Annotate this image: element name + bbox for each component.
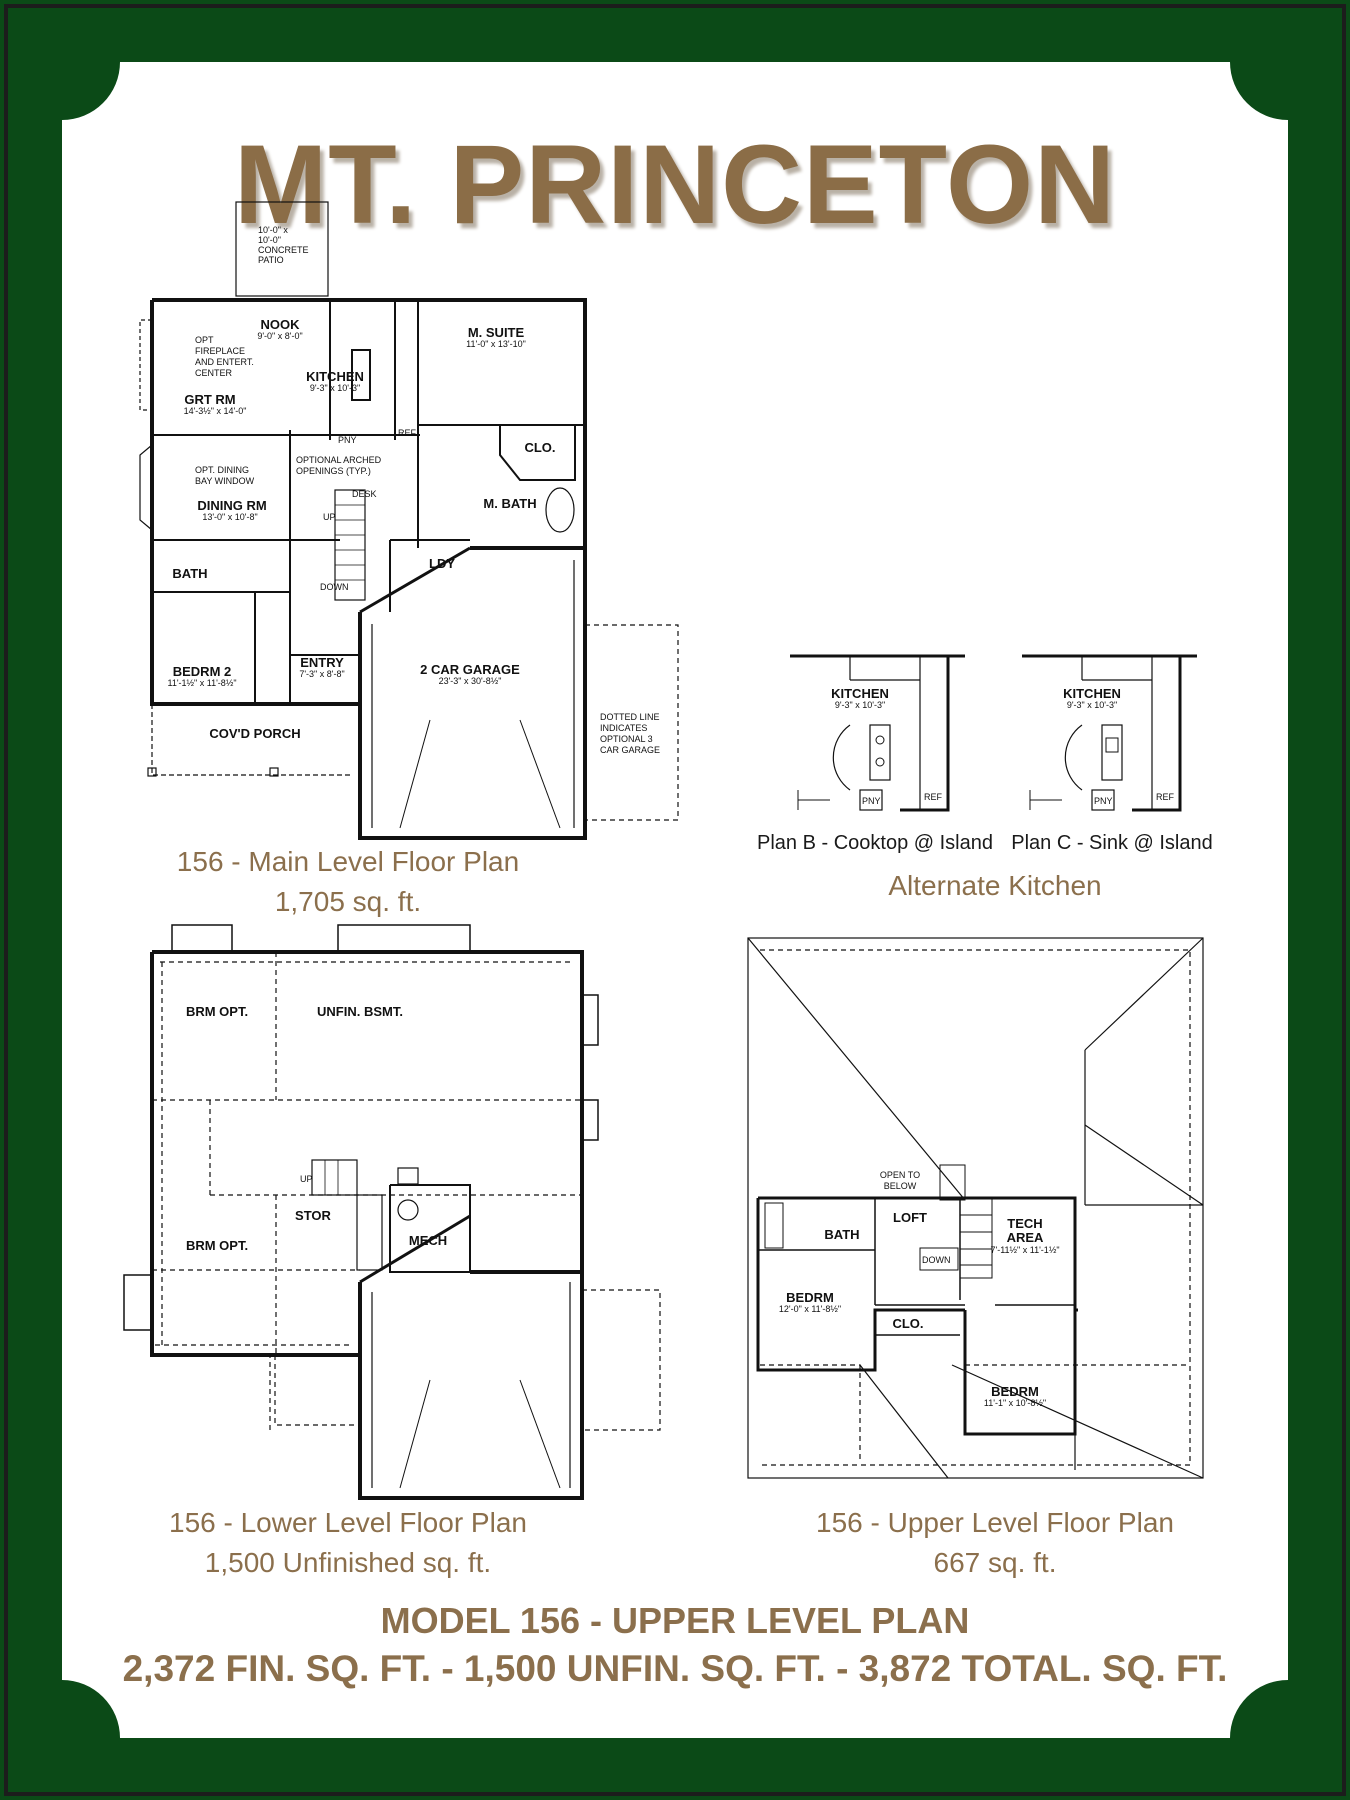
alt-kitchen-c-label: KITCHEN xyxy=(1063,686,1121,701)
label-pantry: PNY xyxy=(338,435,357,445)
note-fireplace-2: FIREPLACE xyxy=(195,346,245,356)
room-label-kitchen: KITCHEN xyxy=(306,369,364,384)
plan-b-caption: Plan B - Cooktop @ Island xyxy=(757,832,993,854)
note-garage-opt-1: DOTTED LINE xyxy=(600,712,660,722)
note-patio-3: CONCRETE xyxy=(258,245,309,255)
upper-room-bedroom-2: BEDRM xyxy=(991,1384,1039,1399)
note-garage-opt-2: INDICATES xyxy=(600,723,647,733)
room-dim-great-room: 14'-3½" x 14'-0" xyxy=(184,406,247,416)
alternate-kitchen-plan-b: KITCHEN 9'-3" x 10'-3" PNY REF xyxy=(790,654,965,812)
note-fireplace-4: CENTER xyxy=(195,368,233,378)
room-label-great-room: GRT RM xyxy=(184,392,235,407)
note-arched-1: OPTIONAL ARCHED xyxy=(296,455,382,465)
label-stairs-up: UP xyxy=(323,512,336,522)
alternate-kitchen-caption: Alternate Kitchen xyxy=(888,870,1102,901)
room-dim-dining-room: 13'-0" x 10'-8" xyxy=(202,512,257,522)
room-label-laundry: LDY xyxy=(429,556,455,571)
upper-room-tech: TECH xyxy=(1007,1216,1042,1231)
main-level-caption: 156 - Main Level Floor Plan xyxy=(176,846,520,877)
alt-kitchen-b-ref: REF xyxy=(924,792,943,802)
upper-room-bedroom-1: BEDRM xyxy=(786,1290,834,1305)
upper-room-area-dim: 7'-11½" x 11'-1½" xyxy=(990,1245,1059,1255)
note-garage-opt-4: CAR GARAGE xyxy=(600,745,660,755)
alt-kitchen-c-pantry: PNY xyxy=(1094,796,1113,806)
note-arched-2: OPENINGS (TYP.) xyxy=(296,466,371,476)
label-refrigerator: REF xyxy=(398,428,417,438)
room-label-master-suite: M. SUITE xyxy=(468,325,525,340)
lower-level-floor-plan: BRM OPT. UNFIN. BSMT. BRM OPT. STOR MECH… xyxy=(123,924,661,1500)
room-label-entry: ENTRY xyxy=(300,655,344,670)
room-label-dining-room: DINING RM xyxy=(197,498,266,513)
upper-label-stairs-down: DOWN xyxy=(922,1255,951,1265)
room-label-covered-porch: COV'D PORCH xyxy=(209,726,300,741)
upper-level-caption: 156 - Upper Level Floor Plan xyxy=(816,1507,1174,1538)
room-label-garage: 2 CAR GARAGE xyxy=(420,662,520,677)
lower-label-stairs-up: UP xyxy=(300,1174,313,1184)
alt-kitchen-b-pantry: PNY xyxy=(862,796,881,806)
model-summary-title: MODEL 156 - UPPER LEVEL PLAN xyxy=(380,1600,970,1641)
upper-room-bedroom-1-dim: 12'-0" x 11'-8½" xyxy=(779,1304,841,1314)
note-fireplace-3: AND ENTERT. xyxy=(195,357,254,367)
upper-room-bedroom-2-dim: 11'-1" x 10'-8½" xyxy=(984,1398,1046,1408)
upper-open-to-below-1: OPEN TO xyxy=(880,1170,920,1180)
room-dim-master-suite: 11'-0" x 13'-10" xyxy=(466,339,526,349)
note-dining-bay-2: BAY WINDOW xyxy=(195,476,255,486)
upper-room-loft: LOFT xyxy=(893,1210,927,1225)
note-patio-1: 10'-0" x xyxy=(258,225,288,235)
alt-kitchen-b-dim: 9'-3" x 10'-3" xyxy=(835,700,885,710)
room-label-bath: BATH xyxy=(172,566,207,581)
upper-level-area: 667 sq. ft. xyxy=(933,1547,1057,1578)
note-patio-2: 10'-0" xyxy=(258,235,281,245)
alternate-kitchen-plan-c: KITCHEN 9'-3" x 10'-3" PNY REF xyxy=(1022,654,1197,812)
upper-room-area: AREA xyxy=(1007,1230,1044,1245)
upper-level-floor-plan: OPEN TO BELOW BATH LOFT TECH AREA 7'-11½… xyxy=(747,937,1204,1479)
upper-room-closet: CLO. xyxy=(892,1316,923,1331)
room-label-bedroom-2: BEDRM 2 xyxy=(173,664,232,679)
room-dim-entry: 7'-3" x 8'-8" xyxy=(299,669,344,679)
room-label-closet: CLO. xyxy=(524,440,555,455)
plan-c-caption: Plan C - Sink @ Island xyxy=(1011,832,1213,854)
alt-kitchen-c-ref: REF xyxy=(1156,792,1175,802)
main-level-floor-plan: NOOK 9'-0" x 8'-0" KITCHEN 9'-3" x 10'-3… xyxy=(139,201,679,840)
model-summary-square-footage: 2,372 FIN. SQ. FT. - 1,500 UNFIN. SQ. FT… xyxy=(122,1648,1228,1689)
room-label-master-bath: M. BATH xyxy=(483,496,536,511)
lower-room-mechanical: MECH xyxy=(409,1233,447,1248)
room-label-nook: NOOK xyxy=(261,317,301,332)
room-dim-kitchen: 9'-3" x 10'-3" xyxy=(310,383,360,393)
room-dim-garage: 23'-3" x 30'-8½" xyxy=(439,676,502,686)
room-dim-nook: 9'-0" x 8'-0" xyxy=(257,331,302,341)
main-level-area: 1,705 sq. ft. xyxy=(274,886,422,917)
room-dim-bedroom-2: 11'-1½" x 11'-8½" xyxy=(167,678,236,688)
lower-room-unfinished-basement: UNFIN. BSMT. xyxy=(317,1004,403,1019)
alt-kitchen-c-dim: 9'-3" x 10'-3" xyxy=(1067,700,1117,710)
lower-room-bedroom-option-1: BRM OPT. xyxy=(186,1004,248,1019)
alt-kitchen-b-label: KITCHEN xyxy=(831,686,889,701)
lower-room-storage: STOR xyxy=(295,1208,331,1223)
lower-room-bedroom-option-2: BRM OPT. xyxy=(186,1238,248,1253)
label-desk: DESK xyxy=(352,489,377,499)
note-dining-bay-1: OPT. DINING xyxy=(195,465,249,475)
note-fireplace-1: OPT xyxy=(195,335,214,345)
note-patio-4: PATIO xyxy=(258,255,284,265)
lower-level-area: 1,500 Unfinished sq. ft. xyxy=(204,1547,492,1578)
page-title: MT. PRINCETON xyxy=(233,122,1117,247)
upper-room-bath: BATH xyxy=(824,1227,859,1242)
lower-level-caption: 156 - Lower Level Floor Plan xyxy=(169,1507,527,1538)
upper-open-to-below-2: BELOW xyxy=(884,1181,917,1191)
note-garage-opt-3: OPTIONAL 3 xyxy=(600,734,653,744)
label-stairs-down: DOWN xyxy=(320,582,349,592)
